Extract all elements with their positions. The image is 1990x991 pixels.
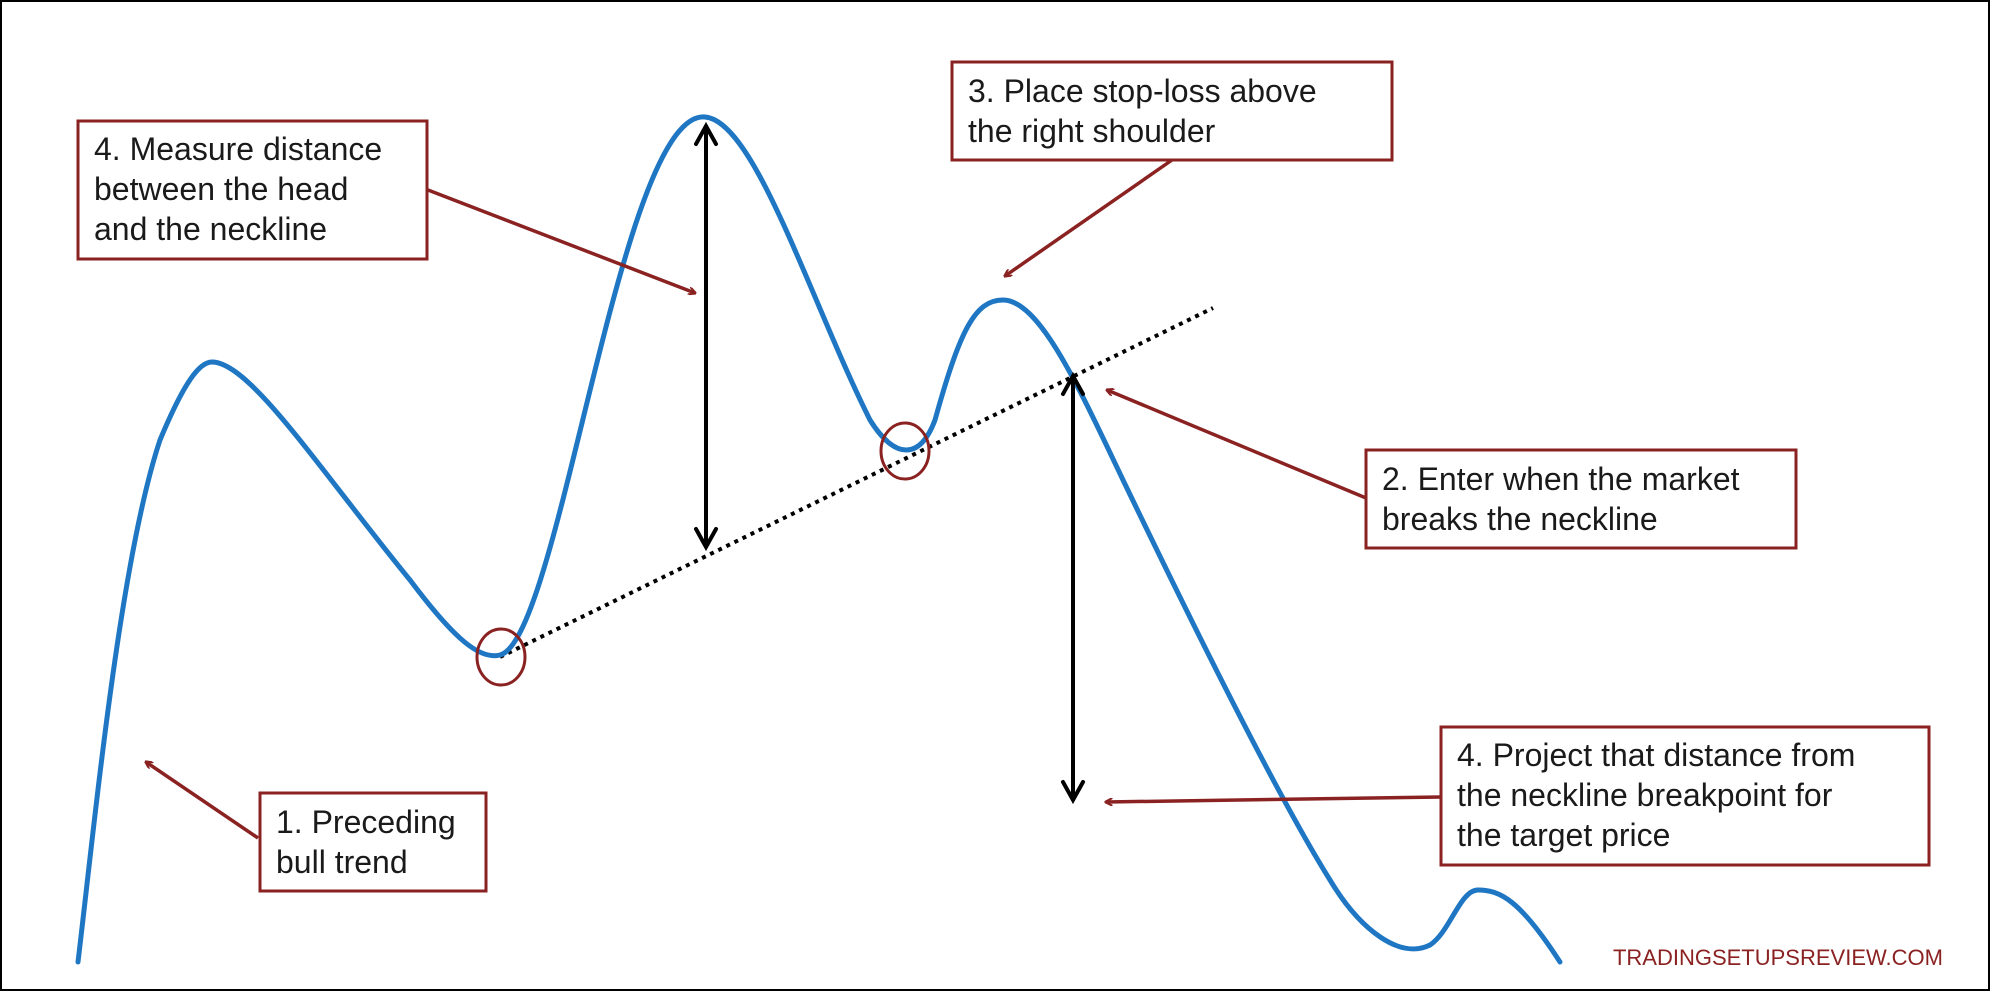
label-measure-line-1: 4. Measure distance [94, 131, 382, 167]
label-project-line-2: the neckline breakpoint for [1457, 777, 1833, 813]
label-project: 4. Project that distance from the neckli… [1439, 725, 1931, 867]
label-preceding-trend: 1. Preceding bull trend [258, 791, 488, 893]
arrow-stop-loss [1005, 158, 1173, 276]
label-enter-line-1: 2. Enter when the market [1382, 461, 1740, 497]
neckline [499, 306, 1214, 659]
arrow-preceding-trend [146, 762, 259, 840]
head-measure-arrow [694, 121, 718, 552]
site-watermark: TRADINGSETUPSREVIEW.COM [1613, 945, 1943, 970]
label-enter-line-2: breaks the neckline [1382, 501, 1658, 537]
right-low-marker [879, 421, 931, 481]
arrow-project [1106, 795, 1442, 802]
price-curve [75, 114, 1563, 965]
label-project-line-3: the target price [1457, 817, 1670, 853]
target-projection-arrow [1061, 371, 1085, 805]
label-enter: 2. Enter when the market breaks the neck… [1364, 448, 1798, 550]
arrow-enter [1107, 390, 1367, 500]
arrow-measure [427, 188, 695, 293]
label-preceding-trend-line-1: 1. Preceding [276, 804, 456, 840]
left-low-marker [475, 627, 527, 687]
label-measure-line-2: between the head [94, 171, 348, 207]
label-stop-loss-line-1: 3. Place stop-loss above [968, 73, 1317, 109]
label-stop-loss-line-2: the right shoulder [968, 113, 1216, 149]
label-measure: 4. Measure distance between the head and… [76, 119, 429, 261]
label-measure-line-3: and the neckline [94, 211, 327, 247]
label-preceding-trend-line-2: bull trend [276, 844, 408, 880]
label-stop-loss: 3. Place stop-loss above the right shoul… [950, 60, 1394, 162]
label-project-line-1: 4. Project that distance from [1457, 737, 1855, 773]
